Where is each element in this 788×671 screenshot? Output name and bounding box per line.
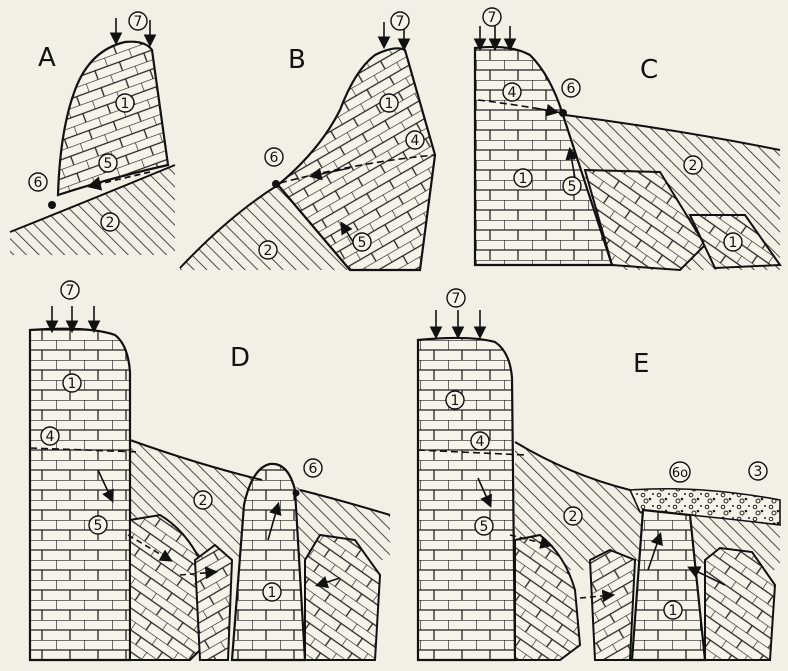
panel-b-spring-dot bbox=[272, 180, 280, 188]
panel-e-label-1a: 1 bbox=[446, 391, 464, 409]
panel-b-label-7: 7 bbox=[391, 12, 409, 30]
svg-text:7: 7 bbox=[488, 10, 497, 26]
svg-text:4: 4 bbox=[46, 429, 55, 445]
svg-text:7: 7 bbox=[134, 14, 143, 30]
svg-text:5: 5 bbox=[104, 156, 113, 172]
panel-b-label-1: 1 bbox=[380, 94, 398, 112]
svg-text:6: 6 bbox=[309, 461, 318, 477]
panel-d-spring-dot bbox=[293, 490, 300, 497]
svg-text:2: 2 bbox=[106, 215, 115, 231]
svg-text:7: 7 bbox=[452, 291, 461, 307]
panel-b-label-5: 5 bbox=[353, 233, 371, 251]
panel-d-label-4: 4 bbox=[41, 427, 59, 445]
svg-text:3: 3 bbox=[754, 464, 763, 480]
svg-text:2: 2 bbox=[264, 243, 273, 259]
panel-d-label-7: 7 bbox=[61, 281, 79, 299]
panel-b-letter: B bbox=[288, 45, 306, 75]
svg-text:1: 1 bbox=[669, 603, 678, 619]
svg-text:1: 1 bbox=[451, 393, 460, 409]
svg-text:4: 4 bbox=[411, 133, 420, 149]
panel-c-label-5: 5 bbox=[563, 177, 581, 195]
panel-a-label-2: 2 bbox=[101, 213, 119, 231]
panel-c-label-1a: 1 bbox=[514, 169, 532, 187]
svg-text:4: 4 bbox=[476, 434, 485, 450]
svg-text:4: 4 bbox=[508, 85, 517, 101]
panel-c-label-1b: 1 bbox=[724, 233, 742, 251]
panel-c-label-2: 2 bbox=[684, 156, 702, 174]
svg-text:1: 1 bbox=[268, 585, 277, 601]
panel-d-label-5: 5 bbox=[89, 516, 107, 534]
panel-c-label-6: 6 bbox=[562, 79, 580, 97]
panel-d: D 7 1 4 5 2 6 1 bbox=[30, 281, 390, 660]
panel-a-letter: A bbox=[38, 43, 56, 73]
svg-text:7: 7 bbox=[66, 283, 75, 299]
svg-text:1: 1 bbox=[385, 96, 394, 112]
panel-c-label-4: 4 bbox=[503, 83, 521, 101]
svg-text:5: 5 bbox=[480, 519, 489, 535]
panel-a-label-7: 7 bbox=[129, 12, 147, 30]
panel-e-label-6: 6o bbox=[670, 462, 690, 482]
panel-e-label-1b: 1 bbox=[664, 601, 682, 619]
panel-d-label-1a: 1 bbox=[63, 374, 81, 392]
panel-d-label-2: 2 bbox=[194, 491, 212, 509]
svg-text:2: 2 bbox=[199, 493, 208, 509]
svg-text:6: 6 bbox=[270, 150, 279, 166]
panel-e-mid-block bbox=[590, 550, 635, 660]
svg-text:1: 1 bbox=[519, 171, 528, 187]
svg-text:1: 1 bbox=[121, 96, 130, 112]
panel-e-limestone-cliff bbox=[418, 338, 515, 660]
panel-e-label-2: 2 bbox=[564, 507, 582, 525]
svg-text:2: 2 bbox=[569, 509, 578, 525]
svg-text:1: 1 bbox=[68, 376, 77, 392]
panel-c-label-7: 7 bbox=[483, 8, 501, 26]
panel-e-label-7: 7 bbox=[447, 289, 465, 307]
svg-text:7: 7 bbox=[396, 14, 405, 30]
svg-text:5: 5 bbox=[94, 518, 103, 534]
panel-e-letter: E bbox=[633, 349, 649, 379]
svg-text:2: 2 bbox=[689, 158, 698, 174]
panel-a-label-1: 1 bbox=[116, 94, 134, 112]
panel-b-label-6: 6 bbox=[265, 148, 283, 166]
panel-b-label-4: 4 bbox=[406, 131, 424, 149]
panel-b: B 7 1 4 6 2 5 bbox=[180, 12, 435, 270]
panel-d-letter: D bbox=[230, 343, 250, 373]
panel-e: E 7 1 4 5 2 6o 3 1 bbox=[418, 289, 780, 660]
svg-text:1: 1 bbox=[729, 235, 738, 251]
panel-d-label-6: 6 bbox=[304, 459, 322, 477]
panel-a-label-6: 6 bbox=[29, 173, 47, 191]
panel-d-label-1b: 1 bbox=[263, 583, 281, 601]
panel-e-label-3: 3 bbox=[749, 462, 767, 480]
panel-a-label-5: 5 bbox=[99, 154, 117, 172]
svg-text:5: 5 bbox=[358, 235, 367, 251]
panel-d-mid-block bbox=[195, 545, 232, 660]
panel-a: A 7 1 5 6 2 bbox=[10, 12, 175, 255]
svg-text:6: 6 bbox=[34, 175, 43, 191]
panel-e-label-4: 4 bbox=[471, 432, 489, 450]
svg-text:6o: 6o bbox=[672, 466, 688, 481]
panel-c-letter: C bbox=[640, 55, 658, 85]
panel-c-spring-dot bbox=[559, 109, 567, 117]
panel-a-limestone-block bbox=[58, 42, 168, 195]
svg-text:5: 5 bbox=[568, 179, 577, 195]
panel-b-label-2: 2 bbox=[259, 241, 277, 259]
svg-text:6: 6 bbox=[567, 81, 576, 97]
panel-e-label-5: 5 bbox=[475, 517, 493, 535]
panel-c: C 7 4 6 1 5 2 1 bbox=[475, 8, 780, 270]
panel-a-spring-dot bbox=[48, 201, 56, 209]
